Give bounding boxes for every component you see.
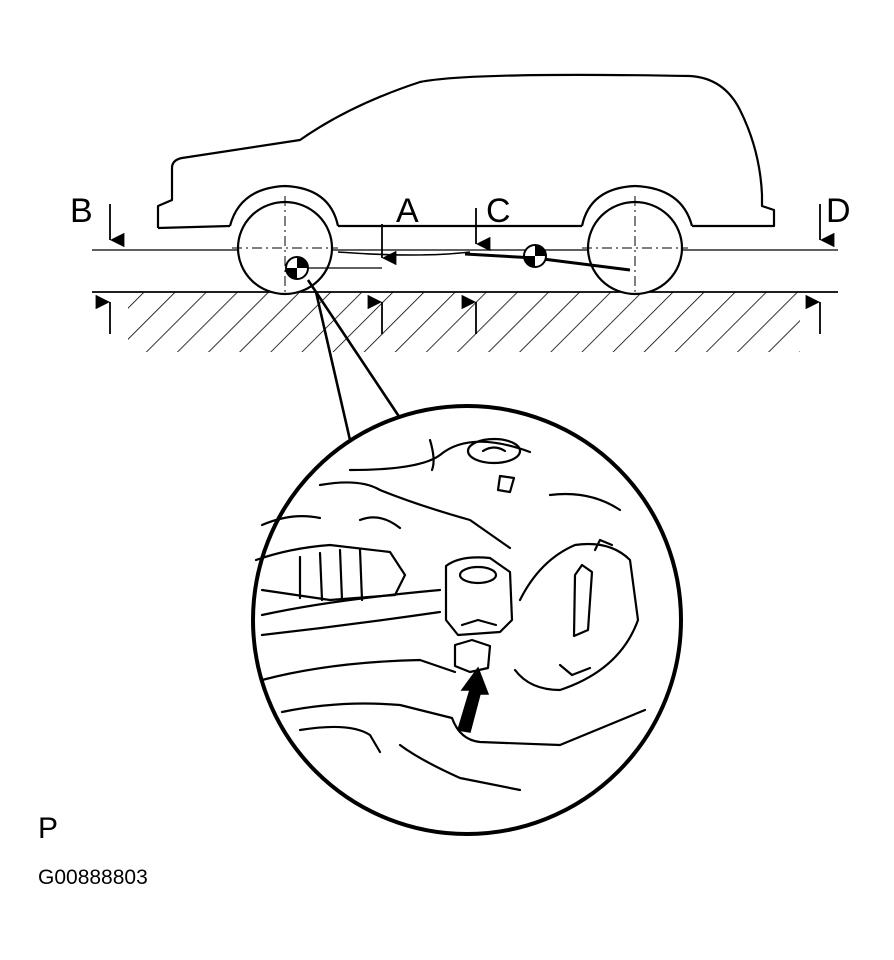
rear-wheel-arch — [580, 184, 694, 227]
pointer-arrow-icon — [457, 666, 490, 733]
label-c: C — [486, 192, 511, 230]
label-a: A — [396, 192, 419, 230]
figure-letter: P — [38, 812, 59, 845]
underbody-line — [337, 251, 471, 256]
label-b: B — [70, 192, 93, 230]
measurement-point-icon — [523, 244, 547, 268]
car-body-outline — [156, 73, 776, 230]
front-wheel — [232, 196, 338, 296]
ground — [92, 291, 838, 352]
label-d: D — [826, 192, 851, 230]
measurement-point-icon — [285, 256, 309, 280]
rear-wheel — [582, 196, 688, 296]
front-wheel-arch — [228, 184, 340, 227]
detail-callout-pointer — [306, 279, 402, 441]
figure-code: G00888803 — [38, 866, 148, 889]
detail-view — [251, 404, 683, 836]
